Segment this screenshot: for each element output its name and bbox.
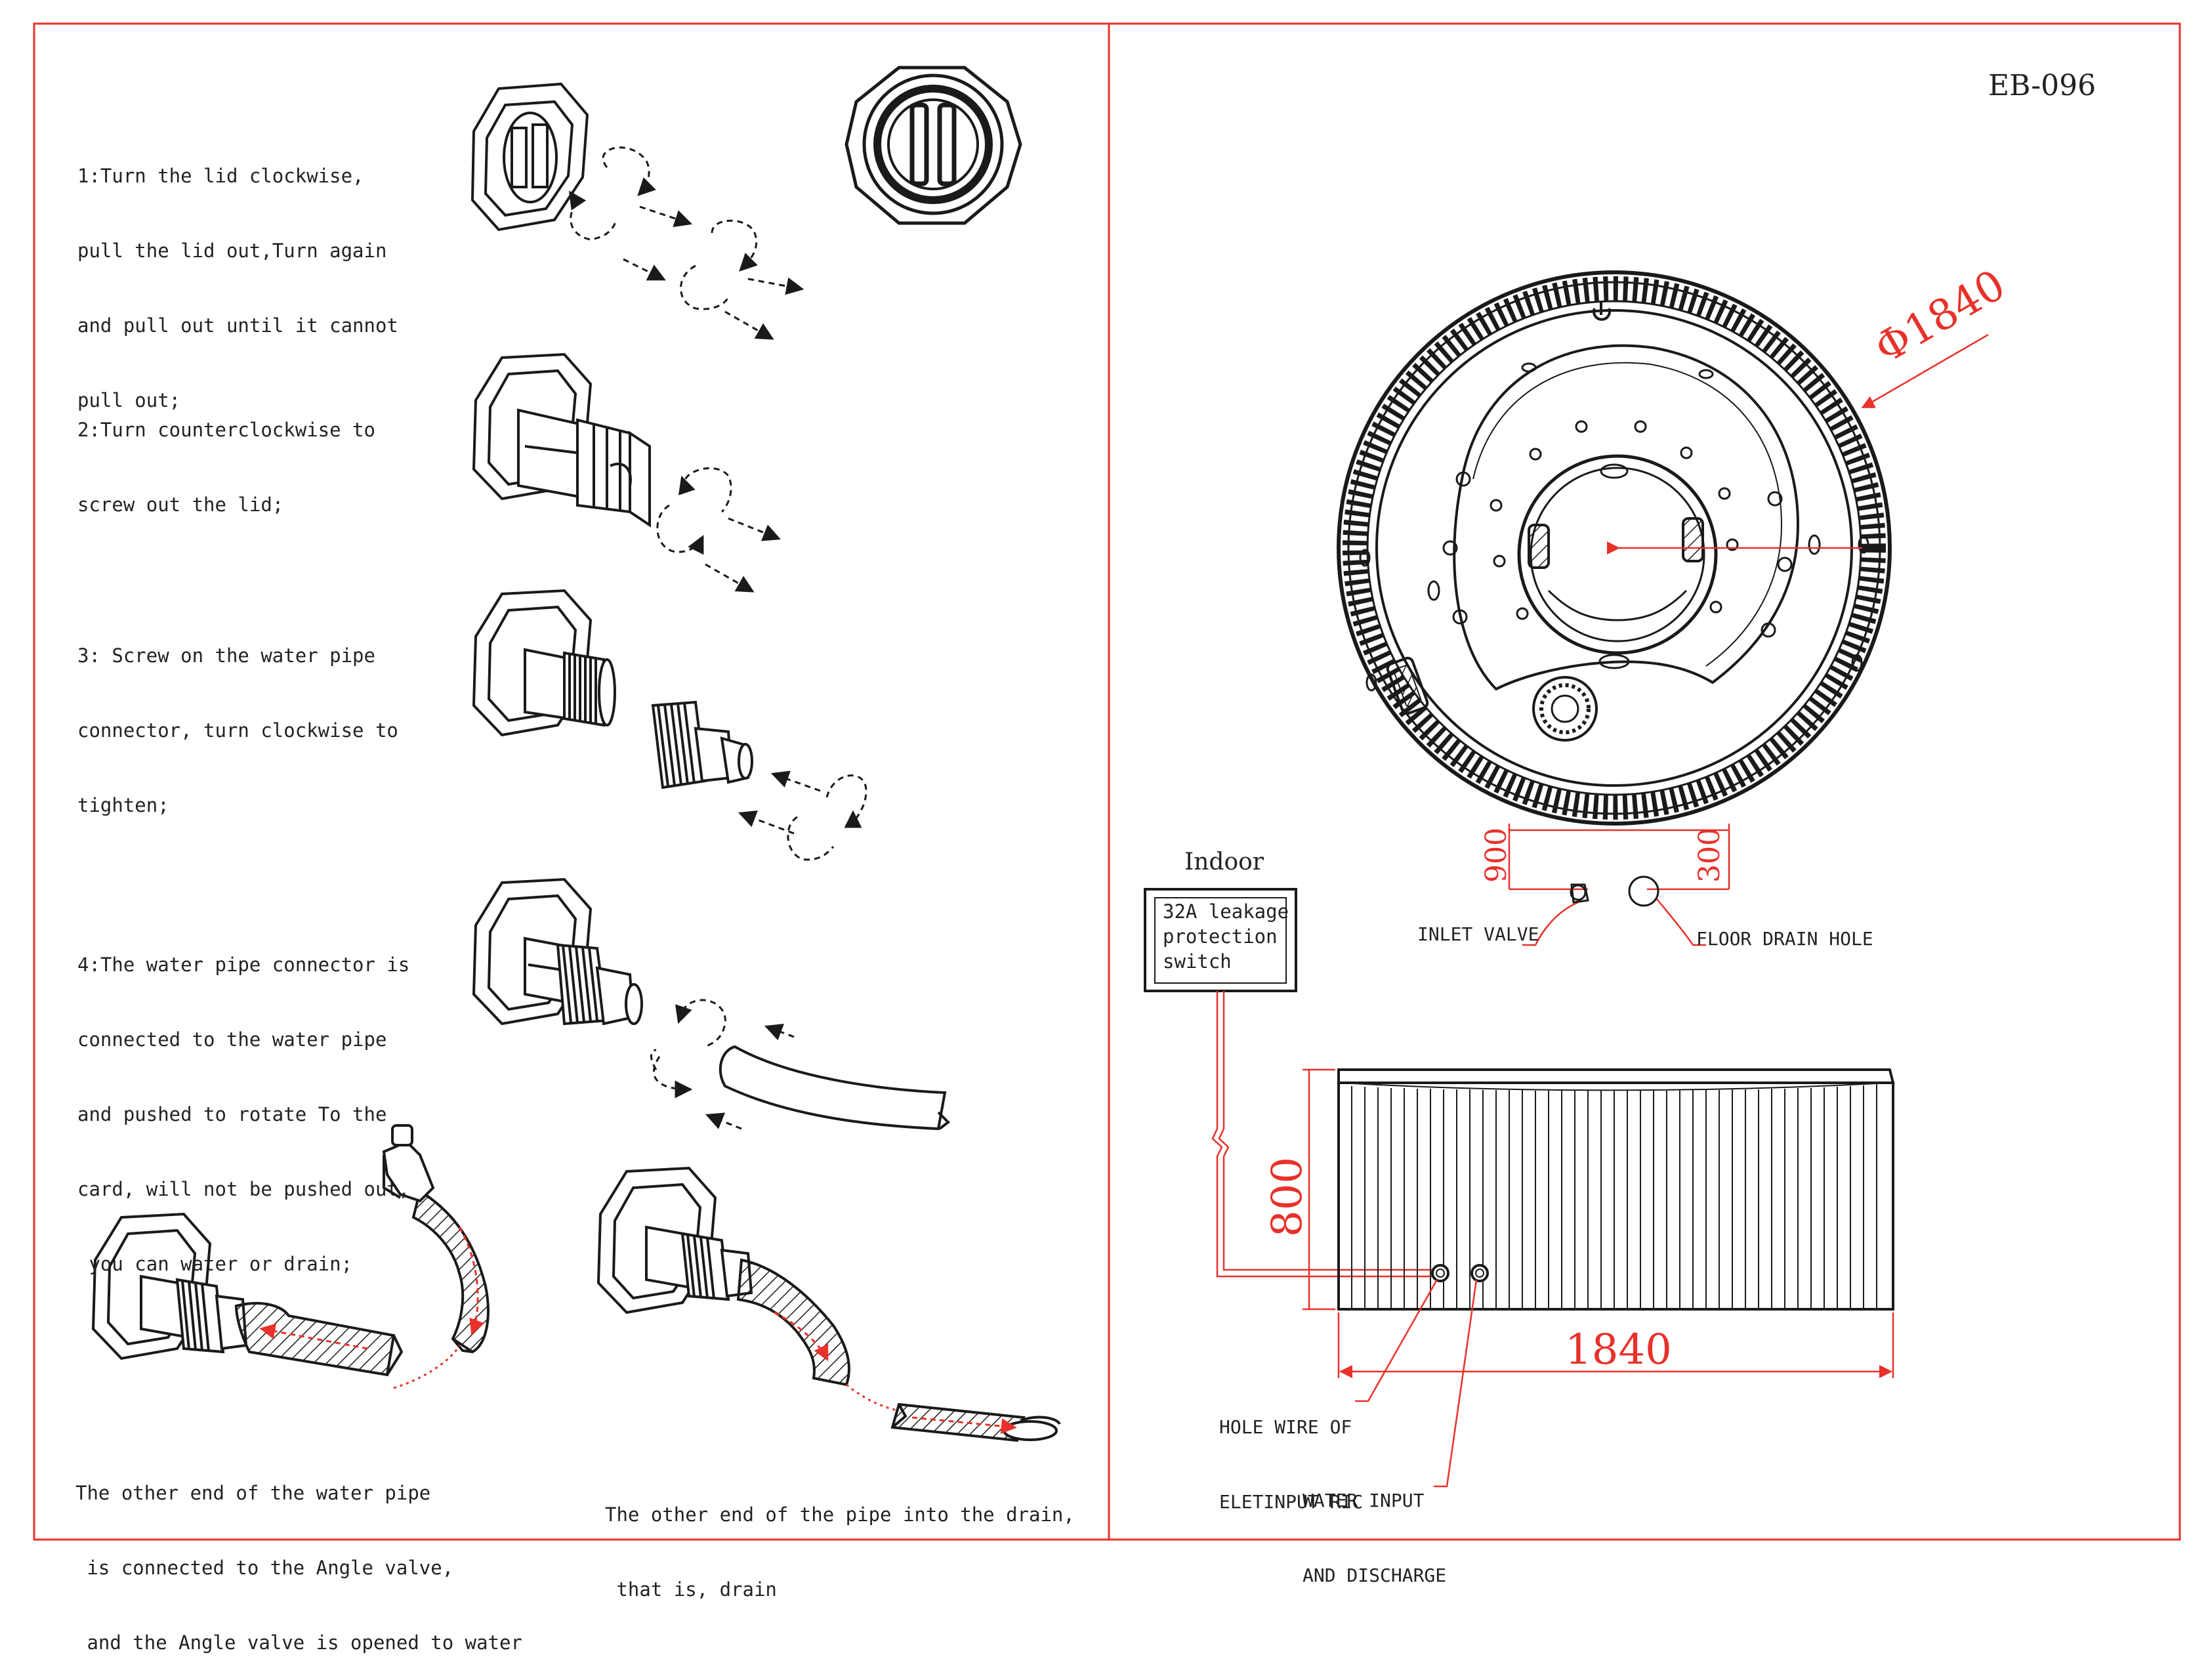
step-3-text: 3: Screw on the water pipe connector, tu… xyxy=(77,593,398,843)
inlet-valve-symbol xyxy=(1570,883,1589,904)
step1-wall-fitting xyxy=(470,82,589,232)
installation-drawing xyxy=(33,22,2181,1541)
caption-line: The other end of the water pipe xyxy=(75,1482,431,1504)
step3-motion-arrows xyxy=(738,770,867,861)
step-1-line: 1:Turn the lid clockwise, xyxy=(77,165,364,187)
step4-hose-segment xyxy=(719,1045,951,1131)
step2-motion-arrows xyxy=(656,467,782,593)
offset-left-label: 900 xyxy=(1480,828,1513,883)
drain-drawing xyxy=(596,1166,1061,1442)
lid-front-view xyxy=(844,66,1022,225)
angle-valve-flow-arrows xyxy=(259,1227,484,1389)
tub-dimension-lines xyxy=(1508,333,1989,946)
step3-wall-fitting xyxy=(472,589,616,737)
switch-line: 32A leakage xyxy=(1163,900,1289,923)
step2-wall-fitting xyxy=(472,352,651,528)
step-4-line: and pushed to rotate To the xyxy=(77,1103,387,1125)
offset-right-label: 300 xyxy=(1693,828,1726,883)
switch-line: protection xyxy=(1163,925,1278,948)
step-3-line: connector, turn clockwise to xyxy=(77,719,398,742)
step-1-line: pull out; xyxy=(77,389,181,411)
step-4-line: connected to the water pipe xyxy=(77,1028,387,1051)
angle-valve-drawing xyxy=(91,1124,490,1377)
water-io-line: AND DISCHARGE xyxy=(1303,1564,1447,1586)
drain-flow-arrows xyxy=(774,1311,1017,1435)
step-3-line: tighten; xyxy=(77,794,169,816)
caption-line: is connected to the Angle valve, xyxy=(75,1557,454,1579)
step-1-line: and pull out until it cannot xyxy=(77,314,398,337)
angle-valve-caption: The other end of the water pipe is conne… xyxy=(75,1431,522,1680)
step4-motion-arrows xyxy=(650,999,795,1130)
step-4-line: 4:The water pipe connector is xyxy=(77,954,410,976)
hole-wire-line: ELETINPUT RIC xyxy=(1219,1491,1364,1513)
floor-drain-label: FLOOR DRAIN HOLE xyxy=(1696,928,1873,950)
hole-wire-label: HOLE WIRE OF ELETINPUT RIC xyxy=(1219,1365,1363,1540)
step4-wall-fitting xyxy=(472,877,643,1026)
tub-jets xyxy=(1359,362,1869,692)
step-2-line: 2:Turn counterclockwise to xyxy=(77,419,375,441)
electric-wire xyxy=(1211,991,1437,1278)
floor-drain-hole-symbol xyxy=(1628,875,1659,907)
step-3-line: 3: Screw on the water pipe xyxy=(77,644,375,667)
height-label: 800 xyxy=(1263,1156,1312,1237)
water-io-line: WATER INPUT xyxy=(1303,1490,1425,1511)
indoor-label: Indoor xyxy=(1184,849,1264,875)
tub-side-view xyxy=(1337,1068,1895,1311)
step-1-line: pull the lid out,Turn again xyxy=(77,240,387,262)
side-view-dimension-lines xyxy=(1303,1068,1894,1488)
hole-wire-line: HOLE WIRE OF xyxy=(1219,1416,1352,1438)
width-label: 1840 xyxy=(1565,1326,1672,1374)
caption-line: that is, drain xyxy=(605,1578,777,1601)
leakage-switch-inner xyxy=(1154,897,1287,984)
caption-line: and the Angle valve is opened to water xyxy=(75,1631,522,1654)
step3-pipe-connector xyxy=(651,700,753,789)
water-io-label: WATER INPUT AND DISCHARGE xyxy=(1303,1438,1446,1613)
drain-caption: The other end of the pipe into the drain… xyxy=(605,1452,1075,1627)
inlet-valve-label: INLET VALVE xyxy=(1417,923,1539,945)
switch-label: 32A leakage protection switch xyxy=(1163,899,1289,974)
step1-motion-arrows xyxy=(569,146,804,340)
leakage-switch-box xyxy=(1144,888,1297,992)
step-1-text: 1:Turn the lid clockwise, pull the lid o… xyxy=(77,114,398,438)
sheet-frame xyxy=(33,22,2181,1541)
step-4-line: card, will not be pushed out, xyxy=(77,1178,410,1200)
step-4-text: 4:The water pipe connector is connected … xyxy=(77,902,409,1301)
model-code: EB-096 xyxy=(1988,69,2096,102)
step-2-text: 2:Turn counterclockwise to screw out the… xyxy=(77,368,375,542)
step-4-line: you can water or drain; xyxy=(77,1253,353,1275)
step-2-line: screw out the lid; xyxy=(77,494,284,516)
switch-line: switch xyxy=(1163,950,1232,973)
caption-line: The other end of the pipe into the drain… xyxy=(605,1503,1075,1526)
